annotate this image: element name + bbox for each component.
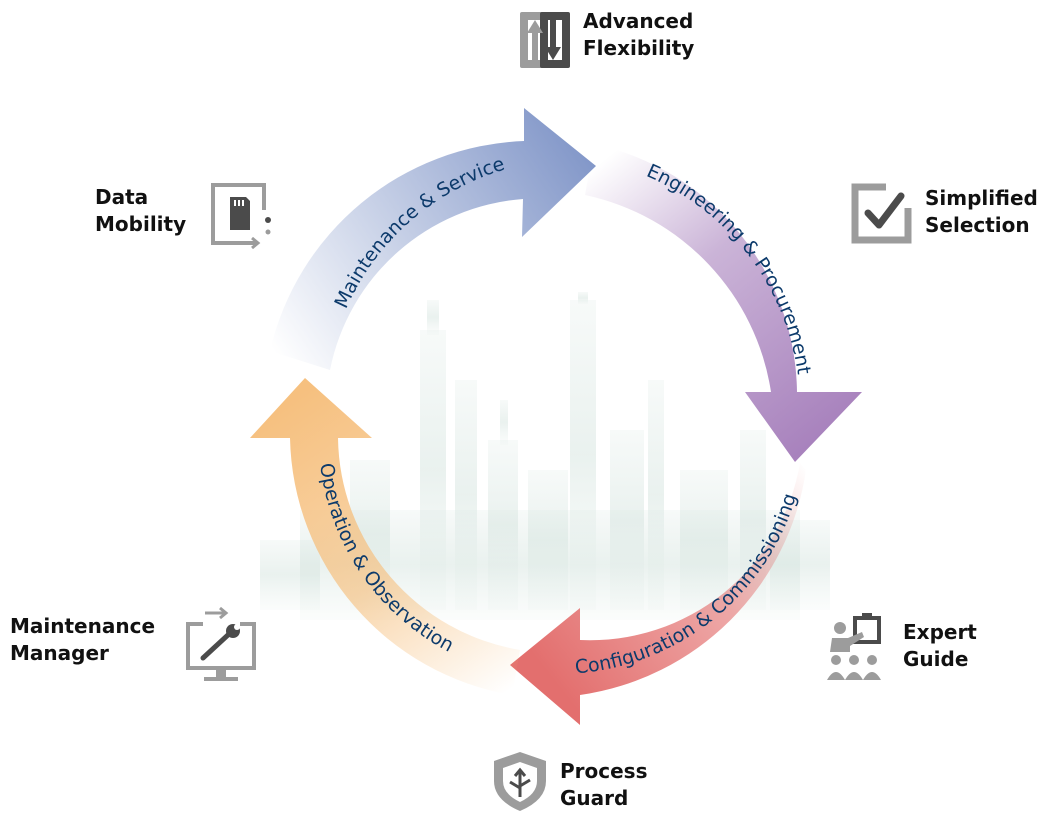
advanced-flexibility-label: Advanced Flexibility bbox=[583, 8, 694, 62]
maintenance-service-arrow bbox=[270, 108, 596, 370]
simplified-selection-line1: Simplified bbox=[925, 186, 1038, 210]
engineering-procurement-arrow bbox=[585, 144, 862, 462]
advanced-flexibility-line2: Flexibility bbox=[583, 36, 695, 60]
maintenance-manager-line1: Maintenance bbox=[10, 614, 156, 638]
refinery-background bbox=[260, 292, 830, 620]
refresh-arrows-icon bbox=[520, 12, 570, 68]
operation-observation-arrow bbox=[250, 378, 520, 695]
sd-card-icon bbox=[211, 183, 271, 250]
data-mobility-label: Data Mobility bbox=[95, 184, 186, 238]
process-guard-line1: Process bbox=[560, 759, 648, 783]
maintenance-manager-label: Maintenance Manager bbox=[10, 613, 155, 667]
process-guard-line2: Guard bbox=[560, 786, 629, 810]
process-guard-label: Process Guard bbox=[560, 758, 648, 812]
wrench-monitor-icon bbox=[186, 606, 256, 681]
simplified-selection-label: Simplified Selection bbox=[925, 185, 1038, 239]
checkbox-icon bbox=[851, 183, 912, 244]
expert-guide-line2: Guide bbox=[903, 647, 969, 671]
presenter-group-icon bbox=[827, 613, 881, 680]
advanced-flexibility-line1: Advanced bbox=[583, 9, 694, 33]
configuration-commissioning-arrow bbox=[510, 463, 806, 725]
expert-guide-line1: Expert bbox=[903, 620, 977, 644]
expert-guide-label: Expert Guide bbox=[903, 619, 977, 673]
simplified-selection-line2: Selection bbox=[925, 213, 1030, 237]
data-mobility-line1: Data bbox=[95, 185, 149, 209]
maintenance-manager-line2: Manager bbox=[10, 641, 109, 665]
shield-icon bbox=[494, 752, 546, 811]
data-mobility-line2: Mobility bbox=[95, 212, 187, 236]
